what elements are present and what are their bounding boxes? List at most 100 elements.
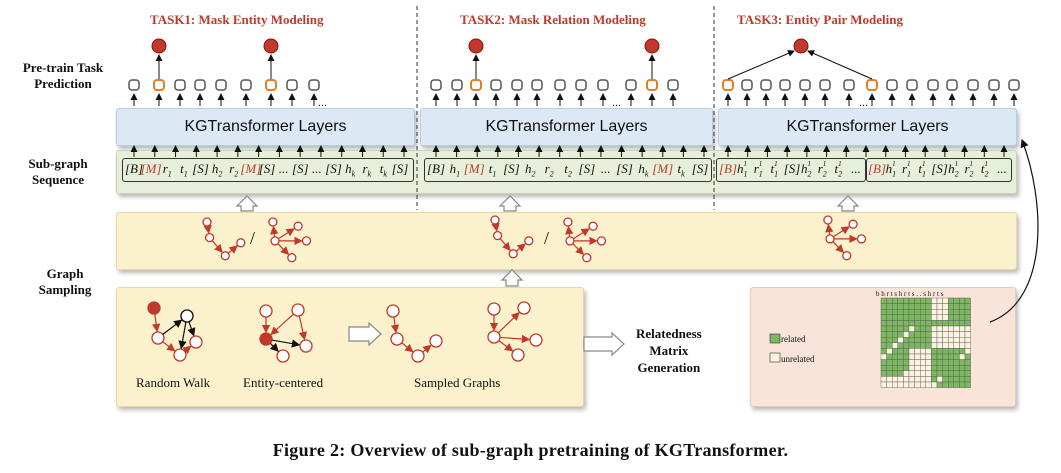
matrix-cell xyxy=(908,320,915,327)
matrix-cell xyxy=(925,325,932,332)
matrix-cell xyxy=(914,320,921,327)
matrix-cell xyxy=(931,359,938,366)
band-star-1-center xyxy=(270,236,280,246)
task1-output-token xyxy=(265,79,277,91)
legend-related-swatch xyxy=(769,333,781,344)
matrix-cell xyxy=(903,303,910,310)
random-walk-label: Random Walk xyxy=(136,375,211,390)
seq3b-token: r11 xyxy=(901,159,912,179)
matrix-cell xyxy=(897,314,904,321)
task1-output-token xyxy=(194,79,206,91)
seq3b-token: h21 xyxy=(948,159,959,179)
seq2-token: [S] xyxy=(691,161,709,176)
matrix-cell xyxy=(948,325,955,332)
output-ellipsis-1: ... xyxy=(318,95,327,109)
matrix-cell xyxy=(897,381,904,388)
matrix-cell xyxy=(897,342,904,349)
matrix-cell xyxy=(959,297,966,304)
pretrain-label-line2: Prediction xyxy=(34,76,92,91)
matrix-cell xyxy=(897,359,904,366)
seq2-token: t2 xyxy=(564,161,572,179)
matrix-cell xyxy=(942,376,949,383)
matrix-cell xyxy=(948,309,955,316)
matrix-cell xyxy=(903,337,910,344)
task3-output-token xyxy=(866,79,878,91)
matrix-cell xyxy=(880,337,887,344)
matrix-cell xyxy=(964,320,971,327)
matrix-cell xyxy=(942,337,949,344)
matrix-cell xyxy=(920,325,927,332)
matrix-cell xyxy=(892,370,899,377)
matrix-cell xyxy=(914,342,921,349)
matrix-cell xyxy=(897,297,904,304)
seq2-token: h1 xyxy=(449,161,461,179)
matrix-cell xyxy=(903,359,910,366)
matrix-cell xyxy=(897,320,904,327)
matrix-cell xyxy=(953,331,960,338)
task1-output-token xyxy=(215,79,227,91)
matrix-cell xyxy=(959,314,966,321)
matrix-cell xyxy=(892,303,899,310)
matrix-cell xyxy=(897,376,904,383)
matrix-cell xyxy=(953,325,960,332)
task3-output-token xyxy=(760,79,772,91)
matrix-cell xyxy=(953,370,960,377)
matrix-cell xyxy=(931,348,938,355)
matrix-cell xyxy=(892,348,899,355)
matrix-cell xyxy=(903,325,910,332)
band-chain-1-node xyxy=(202,217,212,227)
seq1-token: r2 xyxy=(229,161,239,179)
matrix-cell xyxy=(897,365,904,372)
seq1-token: hk xyxy=(345,161,356,179)
ec-node-c xyxy=(276,349,290,363)
matrix-cell xyxy=(936,297,943,304)
matrix-cell xyxy=(931,309,938,316)
matrix-cell xyxy=(948,365,955,372)
matrix-cell xyxy=(936,325,943,332)
matrix-cell xyxy=(892,297,899,304)
task3-pair-arrow-right xyxy=(807,50,873,80)
matrix-cell xyxy=(948,353,955,360)
graph-sampling-line1: Graph xyxy=(46,266,84,281)
sequence-segment-2 xyxy=(424,158,712,182)
matrix-cell xyxy=(914,337,921,344)
matrix-cell xyxy=(886,348,893,355)
sg-chain-node xyxy=(390,332,404,346)
matrix-cell xyxy=(936,309,943,316)
matrix-cell xyxy=(959,337,966,344)
matrix-cell xyxy=(886,365,893,372)
output-ellipsis-3: ... xyxy=(859,95,868,109)
band-star-2-node xyxy=(563,217,573,227)
band-star-1-node xyxy=(268,217,278,227)
matrix-cell xyxy=(880,297,887,304)
matrix-cell xyxy=(925,337,932,344)
seq2-token: [B] xyxy=(426,161,446,176)
band-star-2-node xyxy=(588,221,598,231)
matrix-cell xyxy=(886,325,893,332)
task3-output-token xyxy=(906,79,918,91)
matrix-cell xyxy=(948,359,955,366)
seq2-token: tk xyxy=(677,161,685,179)
matrix-cell xyxy=(948,297,955,304)
band-chain-1-edge xyxy=(227,245,238,254)
matrix-cell xyxy=(903,365,910,372)
band-star-2-node xyxy=(582,253,592,263)
matrix-cell xyxy=(953,309,960,316)
seq2-token: hk xyxy=(638,161,649,179)
task1-title: TASK1: Mask Entity Modeling xyxy=(150,12,324,27)
band-star-2-edge xyxy=(572,243,585,256)
matrix-cell xyxy=(886,370,893,377)
matrix-cell xyxy=(959,342,966,349)
matrix-cell xyxy=(964,331,971,338)
matrix-cell xyxy=(931,337,938,344)
matrix-cell xyxy=(920,353,927,360)
matrix-cell xyxy=(931,314,938,321)
seq1-token: [M] xyxy=(140,161,162,176)
sampling-arrow-up xyxy=(500,269,524,287)
matrix-cell xyxy=(953,303,960,310)
random-walk-node-d xyxy=(173,348,187,362)
band-chain-2-node xyxy=(492,230,503,241)
matrix-cell xyxy=(942,365,949,372)
matrix-cell xyxy=(908,348,915,355)
